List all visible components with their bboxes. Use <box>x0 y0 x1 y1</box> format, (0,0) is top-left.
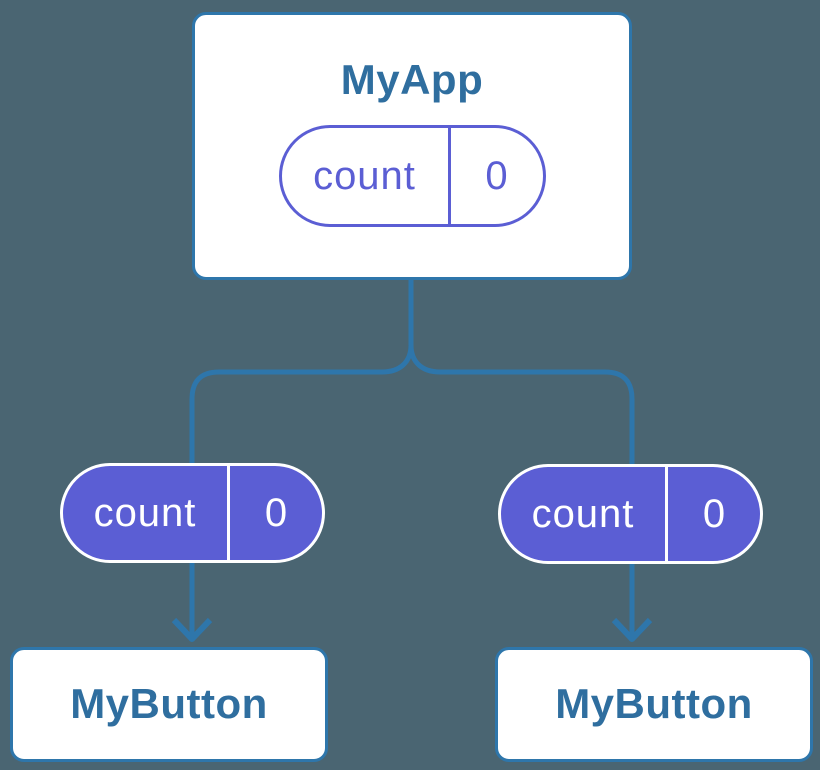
prop-pill-right: count 0 <box>498 464 763 564</box>
prop-value-label: 0 <box>227 466 322 560</box>
component-title: MyApp <box>340 56 484 103</box>
right-branch-line <box>408 344 635 638</box>
prop-pill-left: count 0 <box>60 463 325 563</box>
prop-name-label: count <box>93 490 197 535</box>
component-card-myapp: MyApp count 0 <box>192 12 632 280</box>
prop-value-label: 0 <box>665 467 760 561</box>
state-pill: count 0 <box>278 125 546 228</box>
state-name-label: count <box>313 153 416 198</box>
component-title: MyButton <box>70 680 268 728</box>
component-title: MyButton <box>555 680 753 728</box>
component-card-mybutton-left: MyButton <box>10 647 328 762</box>
prop-name-label: count <box>531 491 635 536</box>
left-arrowhead-icon <box>171 617 213 642</box>
component-card-mybutton-right: MyButton <box>495 647 813 762</box>
left-branch-line <box>189 344 414 638</box>
state-value-label: 0 <box>447 128 543 225</box>
right-arrowhead-icon <box>611 617 653 642</box>
